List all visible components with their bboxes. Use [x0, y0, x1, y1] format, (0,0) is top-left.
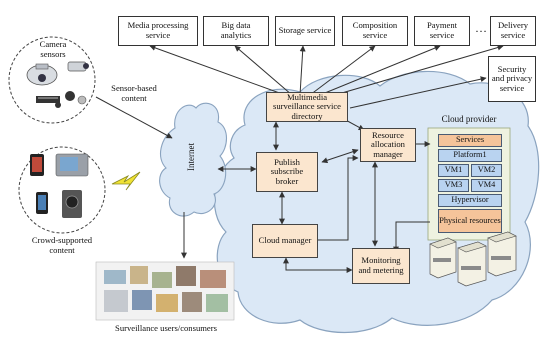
composition-service-box: Composition service: [342, 16, 408, 46]
arrow-to-composition: [309, 45, 376, 96]
cloud-provider-title: Cloud provider: [441, 114, 497, 124]
media-processing-service-box: Media processing service: [118, 16, 198, 46]
physical-resources-layer: Physical resources: [438, 209, 502, 233]
service-directory-box: Multimedia surveillance service director…: [266, 92, 348, 122]
services-layer: Services: [438, 134, 502, 147]
vm2-label: VM2: [477, 165, 496, 175]
security-label: Security and privacy service: [491, 63, 533, 93]
internet-cloud: [159, 102, 228, 217]
vm3-label: VM3: [444, 180, 463, 190]
payment-label: Payment service: [426, 20, 458, 40]
vm3-cell: VM3: [438, 179, 469, 192]
resource-label: Resource allocation manager: [371, 129, 405, 159]
arrow-sensor-internet: [95, 96, 173, 139]
wireless-link-icon: [111, 171, 141, 191]
media-processing-label: Media processing service: [127, 20, 189, 40]
arrow-to-media: [149, 45, 286, 96]
delivery-label: Delivery service: [497, 20, 529, 40]
vm1-label: VM1: [444, 165, 463, 175]
vm1-cell: VM1: [438, 164, 469, 177]
directory-label: Multimedia surveillance service director…: [273, 91, 341, 121]
arrow-to-bigdata: [234, 45, 293, 96]
servers-icon: [429, 231, 517, 287]
users-label: Surveillance users/consumers: [115, 323, 217, 333]
arrow-to-security: [349, 76, 487, 109]
composition-label: Composition service: [352, 20, 398, 40]
camera-sensors-icon: [26, 61, 89, 108]
arrow-provider-monitoring: [393, 221, 430, 253]
delivery-service-box: Delivery service: [490, 16, 536, 46]
broker-label: Publish subscribe broker: [270, 156, 304, 186]
services-label: Services: [455, 135, 485, 145]
arrow-broker-resource: [321, 148, 359, 164]
arrow-to-payment: [319, 45, 441, 96]
storage-label: Storage service: [278, 25, 332, 36]
crowd-devices-icon: [30, 153, 89, 218]
users-photo-collage: [95, 261, 235, 321]
big-data-label: Big data analytics: [220, 20, 252, 40]
resource-allocation-manager-box: Resource allocation manager: [360, 128, 416, 162]
monitoring-metering-box: Monitoring and metering: [352, 248, 410, 284]
platform-label: Platform1: [453, 150, 487, 160]
cloud-manager-box: Cloud manager: [252, 224, 318, 258]
publish-subscribe-broker-box: Publish subscribe broker: [256, 152, 318, 192]
vm4-cell: VM4: [471, 179, 502, 192]
vm4-label: VM4: [477, 180, 496, 190]
platform-layer: Platform1: [438, 149, 502, 162]
security-privacy-service-box: Security and privacy service: [488, 56, 536, 102]
payment-service-box: Payment service: [414, 16, 470, 46]
cloud-manager-label: Cloud manager: [258, 235, 312, 246]
arrow-to-delivery: [334, 44, 504, 96]
arrow-cloudmgr-resource: [318, 155, 359, 241]
hypervisor-layer: Hypervisor: [438, 194, 502, 207]
storage-service-box: Storage service: [275, 16, 335, 46]
arrow-cloudmgr-monitoring: [283, 257, 353, 273]
physical-label: Physical resources: [439, 215, 501, 225]
big-data-analytics-box: Big data analytics: [203, 16, 269, 46]
internet-label: Internet: [185, 143, 196, 172]
monitoring-label: Monitoring and metering: [358, 255, 404, 275]
sensor-content-label: Sensor-based content: [111, 83, 157, 103]
arrow-to-storage: [299, 45, 306, 96]
hypervisor-label: Hypervisor: [451, 195, 489, 205]
ellipsis-label: …: [475, 21, 487, 35]
camera-sensors-label: Camera sensors: [39, 39, 67, 59]
vm2-cell: VM2: [471, 164, 502, 177]
crowd-content-label: Crowd-supported content: [31, 235, 93, 255]
